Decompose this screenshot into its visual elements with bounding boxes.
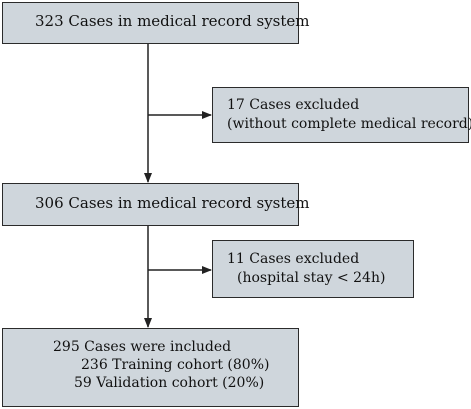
exclusion2-reason: (hospital stay < 24h) [237, 270, 386, 286]
final-training-cohort: 236 Training cohort (80%) [81, 357, 270, 373]
step1-text: 323 Cases in medical record system [35, 12, 310, 30]
final-included: 295 Cases were included [53, 339, 232, 355]
exclusion1-reason: (without complete medical record) [227, 116, 471, 132]
exclusion2-box: 11 Cases excluded (hospital stay < 24h) [212, 240, 414, 298]
final-box: 295 Cases were included 236 Training coh… [2, 328, 299, 407]
step2-text: 306 Cases in medical record system [35, 194, 310, 212]
step2-box: 306 Cases in medical record system [2, 183, 310, 226]
exclusion2-count: 11 Cases excluded [227, 251, 360, 267]
exclusion1-count: 17 Cases excluded [227, 97, 360, 113]
final-validation-cohort: 59 Validation cohort (20%) [74, 375, 265, 391]
step1-box: 323 Cases in medical record system [2, 2, 310, 44]
exclusion1-box: 17 Cases excluded (without complete medi… [212, 87, 471, 143]
